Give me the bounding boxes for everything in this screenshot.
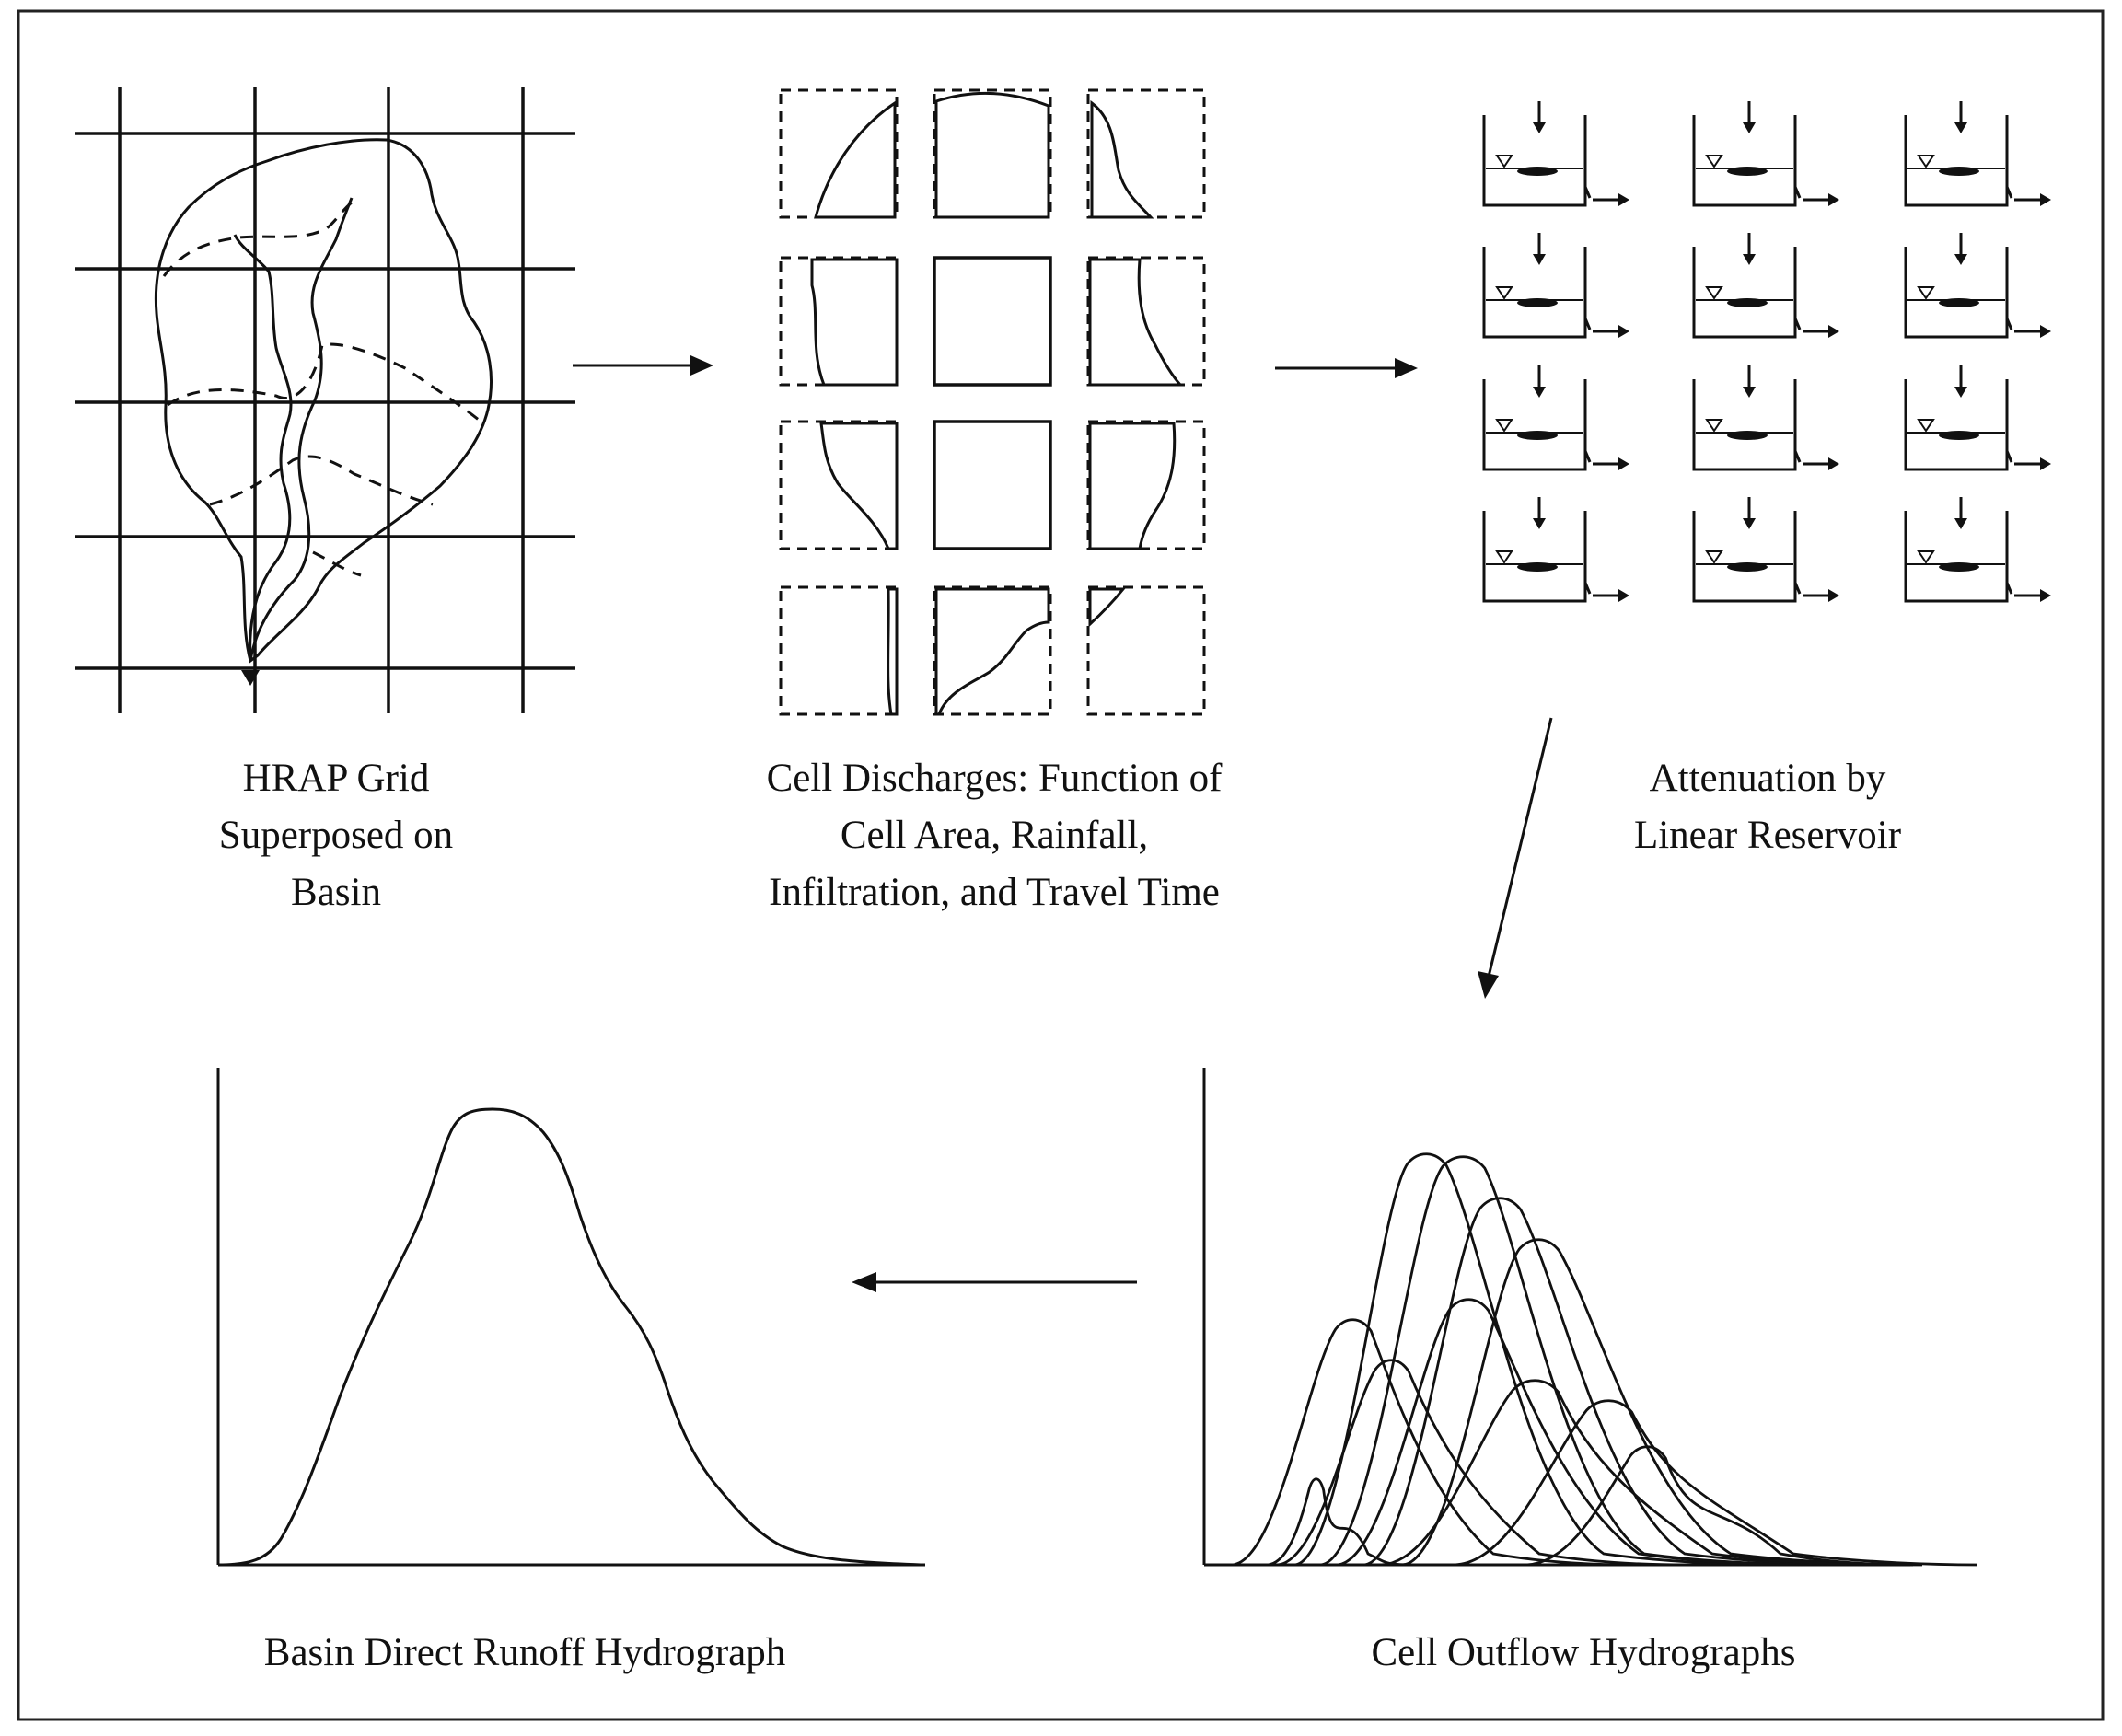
reservoir-4-2 (1692, 497, 1839, 603)
tributary-1 (233, 234, 293, 662)
cell-3-3 (1086, 420, 1206, 550)
cell-1-2-basin-edge (934, 91, 1050, 219)
reservoir-1-1 (1482, 101, 1629, 207)
reservoir-1-3 (1904, 101, 2051, 207)
hrap-grid-panel (75, 87, 575, 713)
frame-border (17, 9, 2105, 1721)
main-channel (249, 197, 354, 662)
cell-2-2 (933, 256, 1052, 387)
attenuation-label: Attenuation by Linear Reservoir (1528, 750, 2007, 864)
cell-4-1-basin-edge (887, 587, 899, 716)
cell-3-2 (933, 420, 1052, 550)
reservoir-4-1 (1482, 497, 1629, 603)
cell-2-1 (779, 256, 899, 387)
cell-outflow-curve-4 (1293, 1152, 1781, 1567)
arrow-4-head (852, 1272, 876, 1292)
basin-boundary (154, 138, 493, 664)
cell-4-3 (1086, 585, 1206, 716)
cell-outflow-label: Cell Outflow Hydrographs (1289, 1625, 1878, 1682)
cell-outflow-curve-11 (1525, 1445, 1914, 1567)
cell-4-3-basin-edge (1088, 587, 1127, 628)
basin-runoff-panel (216, 1068, 925, 1567)
linear-reservoir-panel (1482, 101, 2051, 603)
hrap-grid-label-line-1: HRAP Grid (242, 757, 430, 800)
cell-1-3 (1086, 88, 1206, 219)
cell-outflow-curve-6 (1336, 1298, 1809, 1567)
attenuation-label-line-2: Linear Reservoir (1633, 814, 1902, 857)
cell-3-3-basin-edge (1088, 422, 1177, 550)
attenuation-label-line-1: Attenuation by (1649, 757, 1886, 800)
cell-4-2 (933, 585, 1052, 716)
cell-discharges-panel (779, 88, 1206, 716)
reservoir-1-2 (1692, 101, 1839, 207)
outlet-arrow (241, 670, 260, 686)
divide-dashed-2 (167, 342, 484, 425)
cell-outflow-curve-10 (1454, 1399, 1978, 1567)
cell-discharges-label-line-3: Infiltration, and Travel Time (769, 871, 1220, 914)
divide-dashed-4 (312, 550, 362, 577)
cell-outflow-curve-7 (1362, 1197, 1870, 1567)
hrap-grid-label-line-2: Superposed on (218, 814, 454, 857)
cell-outflow-curve-3 (1277, 1359, 1687, 1567)
cell-4-1 (779, 585, 899, 716)
divide-dashed-3 (209, 455, 434, 506)
basin-runoff-label: Basin Direct Runoff Hydrograph (175, 1625, 875, 1682)
arrow-3-head (1478, 971, 1499, 999)
reservoir-3-2 (1692, 365, 1839, 471)
reservoir-3-3 (1904, 365, 2051, 471)
arrow-3-shaft (1486, 717, 1553, 981)
cell-1-1 (779, 88, 899, 219)
cell-discharges-label: Cell Discharges: Function of Cell Area, … (700, 750, 1289, 921)
arrow-1-head (690, 355, 713, 376)
cell-outflow-curve-9 (1380, 1379, 1890, 1567)
cell-3-1-basin-edge (819, 422, 899, 550)
reservoir-4-3 (1904, 497, 2051, 603)
hrap-grid-label: HRAP Grid Superposed on Basin (120, 750, 552, 921)
cell-2-3-basin-edge (1088, 258, 1184, 387)
cell-2-1-basin-edge (810, 258, 899, 387)
reservoir-2-3 (1904, 233, 2051, 339)
arrow-2-head (1395, 358, 1418, 378)
hrap-grid-label-line-3: Basin (291, 871, 381, 914)
cell-discharges-label-line-1: Cell Discharges: Function of (766, 757, 1223, 800)
cell-1-1-basin-edge (814, 100, 897, 219)
cell-1-2 (933, 88, 1052, 219)
grid-lines (75, 87, 575, 713)
cell-4-2-basin-edge (934, 587, 1050, 716)
cell-outflow-curve-2 (1231, 1318, 1634, 1567)
basin-runoff-curve (217, 1107, 922, 1567)
cell-outflow-curves (1231, 1152, 1978, 1567)
reservoir-3-1 (1482, 365, 1629, 471)
reservoir-2-1 (1482, 233, 1629, 339)
cell-outflow-label-line-1: Cell Outflow Hydrographs (1371, 1631, 1796, 1674)
flow-arrows (573, 355, 1553, 1292)
cell-discharges-label-line-2: Cell Area, Rainfall, (840, 814, 1149, 857)
cell-outflow-curve-8 (1401, 1238, 1923, 1567)
cell-1-3-basin-edge (1090, 99, 1154, 219)
cell-outflow-panel (1202, 1068, 1978, 1567)
basin-runoff-label-line-1: Basin Direct Runoff Hydrograph (263, 1631, 786, 1674)
reservoir-2-2 (1692, 233, 1839, 339)
